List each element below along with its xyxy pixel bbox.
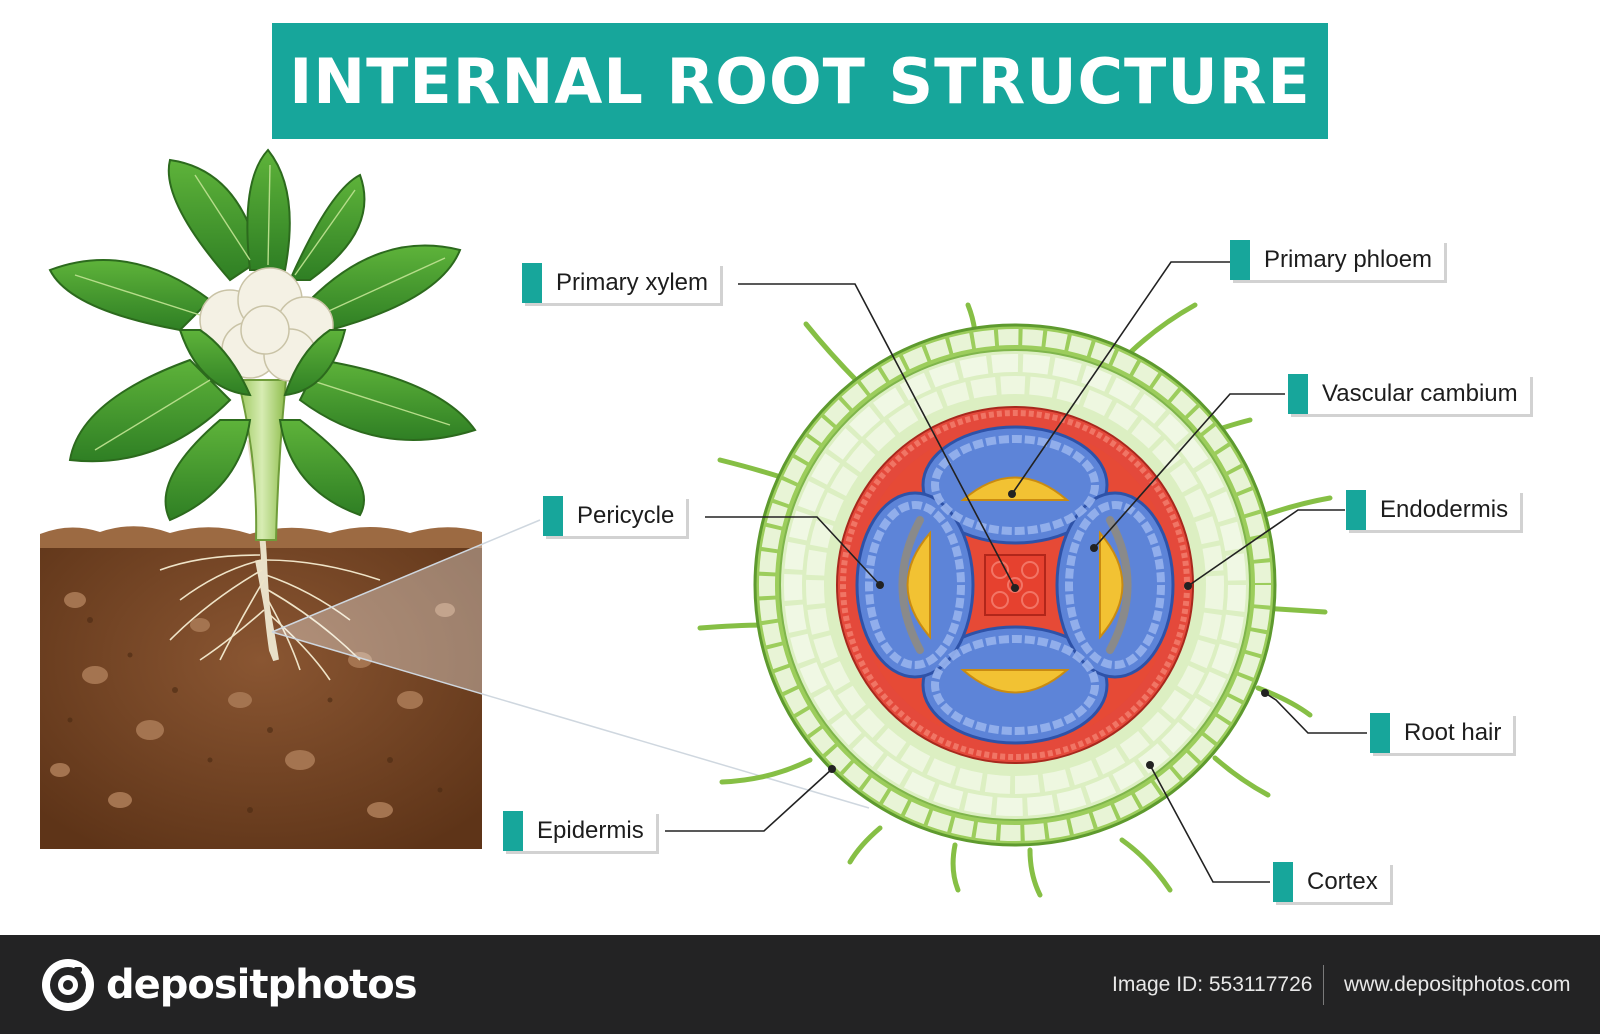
brand-name: depositphotos bbox=[106, 962, 418, 1008]
vascular-cambium bbox=[898, 516, 1132, 654]
cauliflower-plant bbox=[48, 148, 477, 541]
brand-logo: depositphotos bbox=[40, 955, 418, 1015]
site-url[interactable]: www.depositphotos.com bbox=[1344, 973, 1571, 996]
label-tab bbox=[522, 263, 542, 303]
page-title: INTERNAL ROOT STRUCTURE bbox=[289, 44, 1311, 118]
image-id: Image ID: 553117726 bbox=[1112, 973, 1313, 996]
label-tab bbox=[1288, 374, 1308, 414]
cauliflower-head bbox=[199, 267, 334, 382]
footer-bar: depositphotos Image ID: 553117726 www.de… bbox=[0, 935, 1600, 1034]
camera-icon bbox=[42, 959, 94, 1011]
magnifier-cone bbox=[271, 519, 870, 809]
title-banner: INTERNAL ROOT STRUCTURE bbox=[272, 23, 1328, 139]
label-tab bbox=[1230, 240, 1250, 280]
leader-lines bbox=[665, 261, 1367, 883]
soil-stones bbox=[50, 592, 455, 818]
root-cross-section bbox=[697, 302, 1333, 898]
label-cortex: Cortex bbox=[1273, 862, 1390, 902]
label-text: Cortex bbox=[1307, 868, 1378, 895]
label-primary-xylem: Primary xylem bbox=[522, 263, 721, 303]
label-primary-phloem: Primary phloem bbox=[1230, 240, 1445, 280]
label-text: Primary phloem bbox=[1264, 246, 1433, 273]
leader-dots bbox=[828, 490, 1269, 773]
label-epidermis: Epidermis bbox=[503, 811, 656, 851]
label-tab bbox=[503, 811, 523, 851]
label-text: Endodermis bbox=[1380, 496, 1509, 523]
footer-divider bbox=[1323, 965, 1324, 1005]
primary-phloem bbox=[906, 476, 1124, 694]
label-text: Vascular cambium bbox=[1322, 380, 1518, 407]
label-text: Primary xylem bbox=[556, 269, 709, 296]
label-text: Root hair bbox=[1404, 719, 1502, 746]
label-text: Epidermis bbox=[537, 817, 644, 844]
label-pericycle: Pericycle bbox=[543, 496, 687, 536]
label-vascular-cambium: Vascular cambium bbox=[1288, 374, 1530, 414]
label-tab bbox=[1273, 862, 1293, 902]
label-text: Pericycle bbox=[577, 502, 675, 529]
label-tab bbox=[1346, 490, 1366, 530]
label-tab bbox=[543, 496, 563, 536]
label-tab bbox=[1370, 713, 1390, 753]
soil-block bbox=[40, 526, 482, 849]
label-endodermis: Endodermis bbox=[1346, 490, 1521, 530]
label-root-hair: Root hair bbox=[1370, 713, 1514, 753]
root-diagram bbox=[40, 148, 1367, 898]
